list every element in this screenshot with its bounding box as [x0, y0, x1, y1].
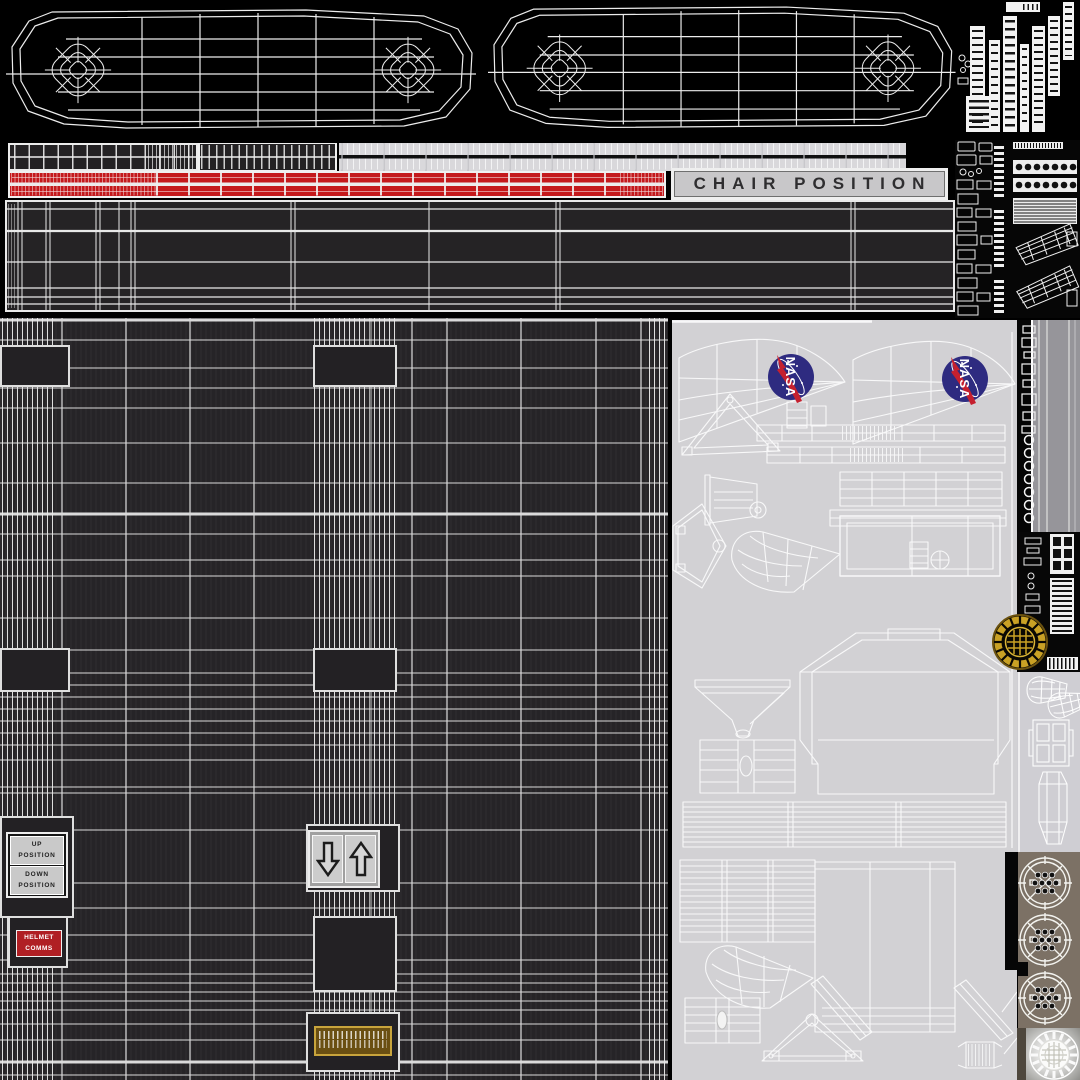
headrest-capsule-wireframes [0, 0, 1080, 140]
brown-speaker-panel [1005, 852, 1080, 1028]
small-parts-cluster [955, 140, 1080, 318]
decal-scribble-row [319, 1031, 387, 1039]
striped-band [8, 143, 906, 171]
right-light-column [1017, 672, 1080, 852]
chair-arrow-buttons-plate [308, 830, 380, 888]
uv-strip-cluster-topright [957, 2, 1074, 132]
plain-patch [0, 345, 70, 387]
light-parts-panel [672, 320, 1017, 1080]
silver-dial-icon [1029, 1030, 1079, 1080]
hex-part [1038, 771, 1068, 845]
plain-patch [313, 916, 397, 992]
seat-back-dark-panel: UP POSITION DOWN POSITION HELMET CO [0, 318, 668, 1080]
chair-position-label-bar: CHAIR POSITION [671, 168, 948, 200]
chair-position-text: CHAIR POSITION [693, 174, 932, 193]
nasa-logo-right [941, 355, 989, 405]
helmet-text: HELMET [24, 934, 54, 942]
plain-patch [313, 648, 397, 692]
right-mid-parts [1017, 532, 1080, 672]
gold-dial-gauge [992, 614, 1048, 670]
right-gray-bar-column [1017, 320, 1080, 532]
plain-patch [313, 345, 397, 387]
silver-dial-panel [1017, 1028, 1080, 1080]
edge-small-parts [1021, 325, 1037, 434]
dotted-panel-rows [1013, 160, 1077, 192]
ribbed-column-right [649, 318, 665, 1080]
plain-patch [0, 648, 70, 692]
window-frame-part [1028, 719, 1074, 767]
up-position-label: UP POSITION [10, 836, 64, 865]
decal-scribble-row [319, 1040, 387, 1048]
down-arrow-cell [312, 835, 343, 883]
gray-seam-line [369, 318, 372, 1080]
red-striped-band [8, 171, 666, 198]
comms-text: COMMS [25, 944, 53, 952]
light-panel-wireframes [672, 320, 1017, 1069]
up-arrow-cell [345, 835, 376, 883]
left-bits [1023, 537, 1042, 614]
down-text: DOWN [25, 871, 49, 879]
chair-updown-label-plate: UP POSITION DOWN POSITION [6, 832, 68, 898]
down-position-label: DOWN POSITION [10, 866, 64, 895]
rivet-circles [1023, 434, 1035, 524]
upper-dark-grid-panel [5, 200, 955, 312]
position-text: POSITION [18, 881, 56, 889]
helmet-comms-label: HELMET COMMS [16, 930, 62, 957]
down-arrow-icon [315, 841, 340, 878]
position-text: POSITION [18, 851, 56, 859]
gold-decal-strip [314, 1026, 392, 1056]
up-arrow-icon [348, 840, 373, 877]
up-text: UP [31, 841, 43, 849]
